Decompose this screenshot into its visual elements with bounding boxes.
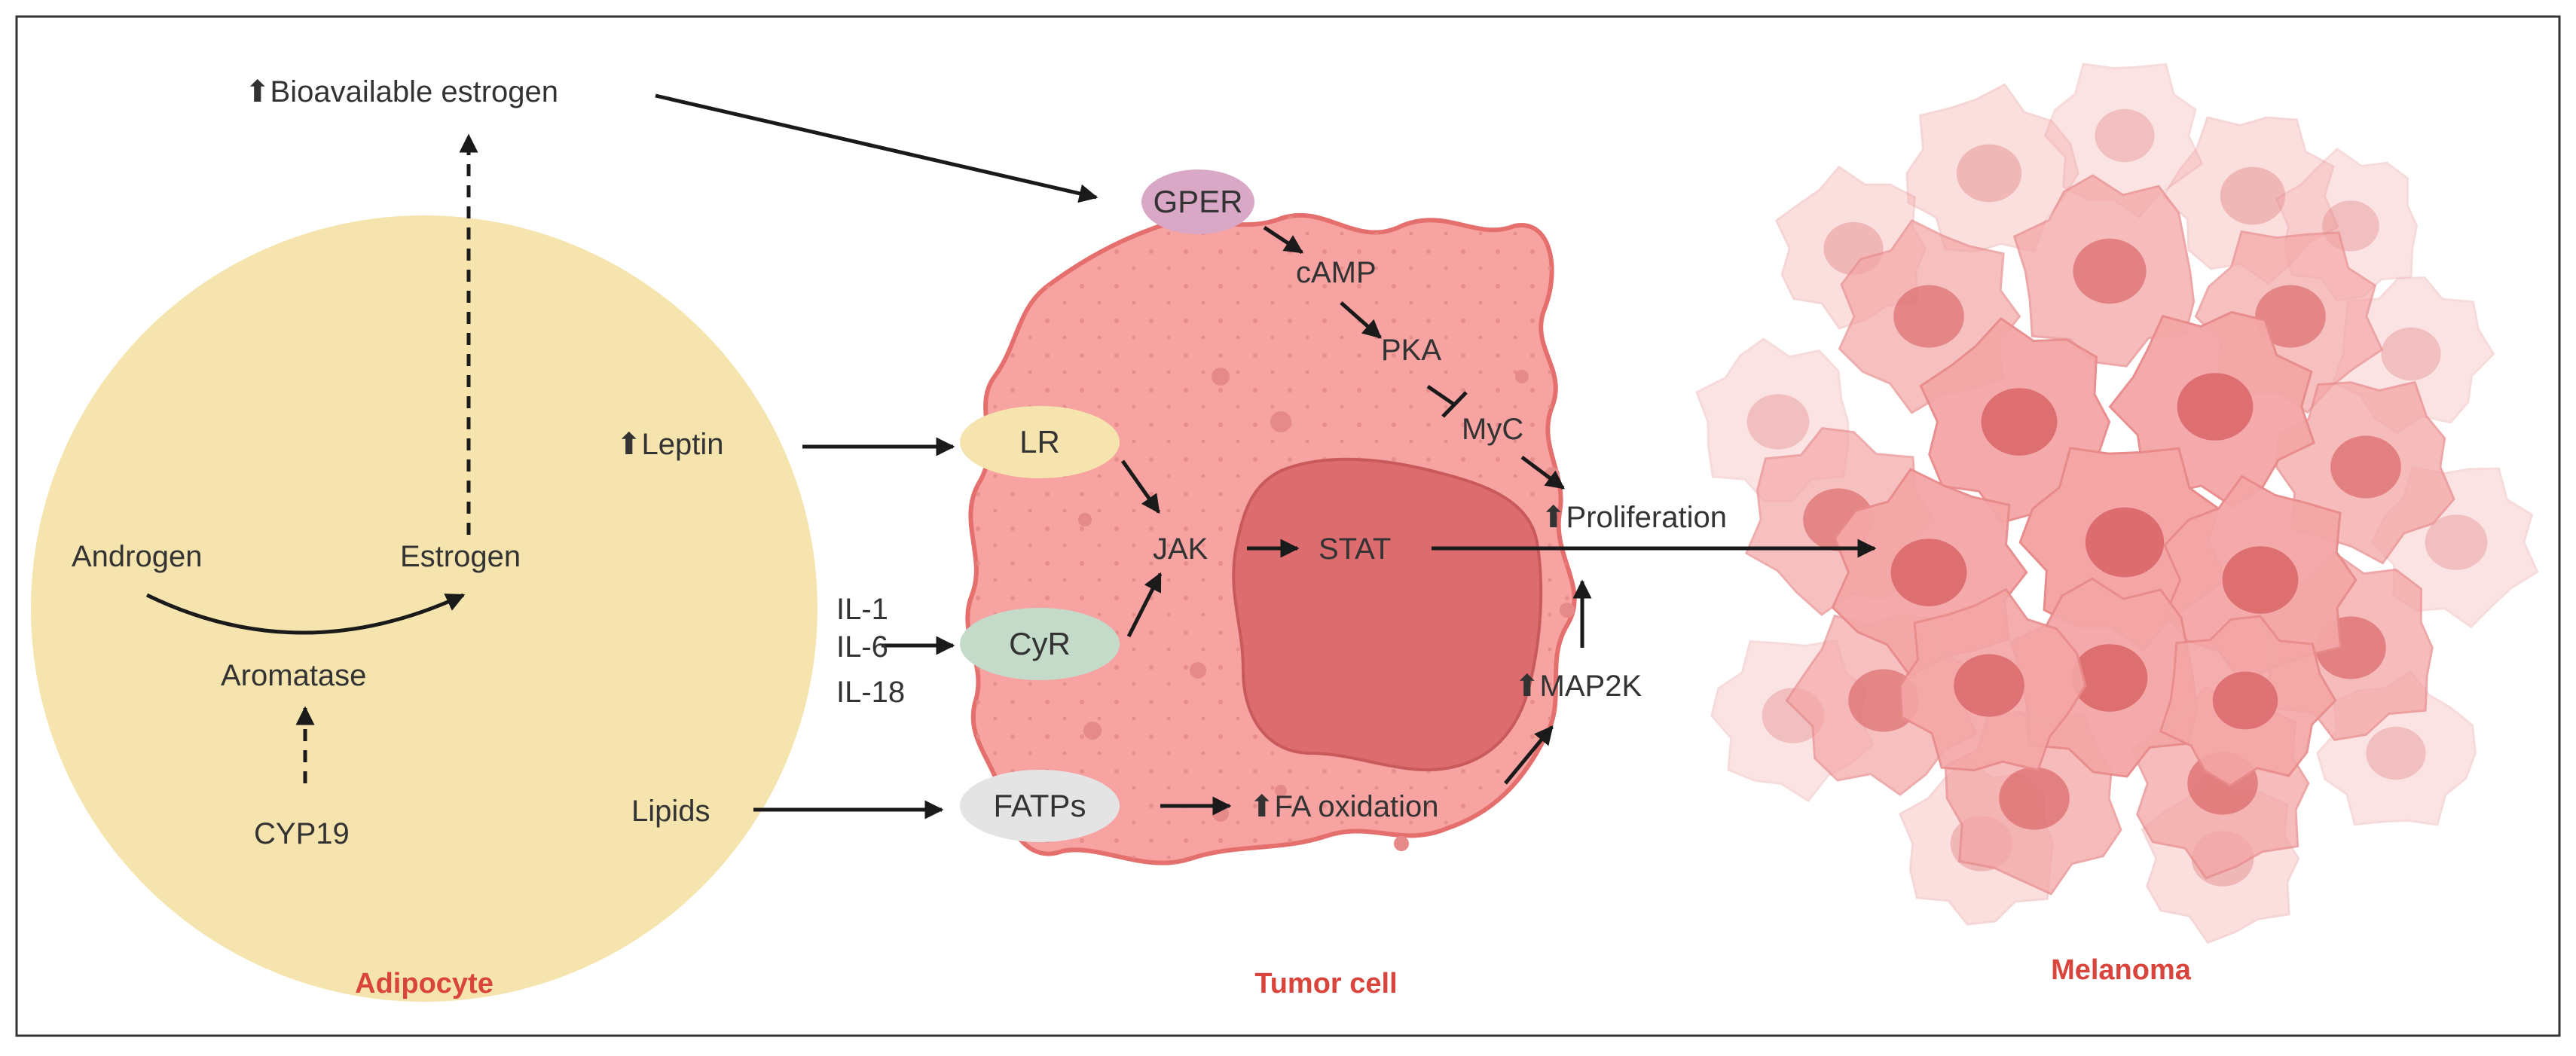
il18-label: IL-18 [836, 676, 905, 709]
map2k-label: ⬆MAP2K [1514, 670, 1642, 703]
granule [1190, 662, 1206, 679]
melanoma-nucleus [2330, 435, 2401, 499]
melanoma-nucleus [2222, 546, 2299, 614]
arrow-estrogen-gper [655, 93, 1099, 203]
tumor-cell [965, 212, 1577, 865]
cyr-label: CyR [1009, 626, 1071, 661]
adipocyte-cell [31, 215, 817, 1002]
labels: ⬆Bioavailable estrogen ⬆Leptin Androgen … [72, 75, 1727, 850]
melanoma-cluster [1695, 63, 2539, 945]
granule [1394, 836, 1409, 851]
arrow-myc-proliferation [1520, 455, 1566, 490]
melanoma-nucleus [1981, 388, 2058, 456]
melanoma-nucleus [2425, 514, 2488, 570]
fa-oxidation-label: ⬆FA oxidation [1249, 790, 1438, 823]
inhibit-pka-myc [1426, 384, 1456, 407]
tumor-cell-caption: Tumor cell [1254, 968, 1397, 1000]
cyr-receptor [960, 608, 1120, 680]
melanoma-nucleus [2212, 671, 2278, 730]
lr-receptor [960, 406, 1120, 478]
melanoma-nucleus [2071, 644, 2148, 712]
granule [1212, 368, 1230, 386]
granule [1083, 722, 1102, 740]
captions: Adipocyte Tumor cell Melanoma [355, 954, 2192, 1000]
androgen-label: Androgen [72, 540, 202, 573]
melanoma-nucleus [2177, 373, 2254, 441]
melanoma-nucleus [1890, 539, 1967, 606]
melanoma-nucleus [2085, 507, 2165, 578]
estrogen-label: Estrogen [400, 540, 521, 573]
adipocyte [31, 215, 817, 1002]
granule [1275, 785, 1287, 797]
jak-label: JAK [1153, 533, 1209, 566]
pka-label: PKA [1381, 334, 1441, 367]
melanoma-nucleus [2095, 108, 2155, 163]
melanoma-nucleus [2073, 238, 2147, 304]
gper-label: GPER [1153, 184, 1242, 219]
bioavailable-estrogen-label: ⬆Bioavailable estrogen [245, 75, 558, 108]
melanoma-nucleus [1746, 394, 1810, 450]
melanoma-nucleus [2255, 285, 2326, 348]
leptin-label: ⬆Leptin [616, 428, 724, 461]
melanoma-nucleus [1999, 767, 2070, 830]
melanoma-nucleus [2381, 327, 2441, 381]
arrows [145, 93, 1877, 819]
arrow-androgen-estrogen [145, 593, 466, 635]
melanoma-nucleus [1956, 144, 2022, 203]
camp-label: cAMP [1296, 256, 1377, 289]
arrow-camp-pka [1340, 301, 1382, 339]
granule [1515, 370, 1529, 383]
melanoma-nucleus [1954, 654, 2024, 717]
fatps-label: FATPs [994, 788, 1086, 823]
melanoma-nucleus [1893, 285, 1964, 348]
arrow-gper-camp [1263, 225, 1304, 255]
melanoma-nucleus [2366, 726, 2426, 780]
arrow-lr-jak [1120, 459, 1161, 514]
arrow-cyr-jak [1126, 572, 1163, 638]
cyp19-label: CYP19 [254, 817, 350, 850]
melanoma-nucleus [2220, 166, 2286, 225]
fatps-receptor [960, 770, 1120, 842]
inhibit-bar [1441, 391, 1468, 418]
adipocyte-caption: Adipocyte [355, 968, 494, 1000]
aromatase-label: Aromatase [221, 659, 366, 692]
gper-receptor [1141, 169, 1254, 234]
arrow-faoxidation-map2k [1504, 725, 1554, 785]
granule [1078, 513, 1092, 526]
il6-label: IL-6 [836, 630, 888, 664]
melanoma-caption: Melanoma [2051, 954, 2192, 986]
stat-label: STAT [1319, 533, 1391, 566]
granule [1560, 603, 1575, 618]
il1-label: IL-1 [836, 593, 888, 626]
tumor-nucleus [1232, 457, 1543, 772]
granule [1270, 411, 1291, 432]
myc-label: MyC [1462, 413, 1523, 446]
lipids-label: Lipids [631, 795, 710, 828]
proliferation-label: ⬆Proliferation [1541, 501, 1727, 534]
lr-label: LR [1019, 424, 1060, 459]
